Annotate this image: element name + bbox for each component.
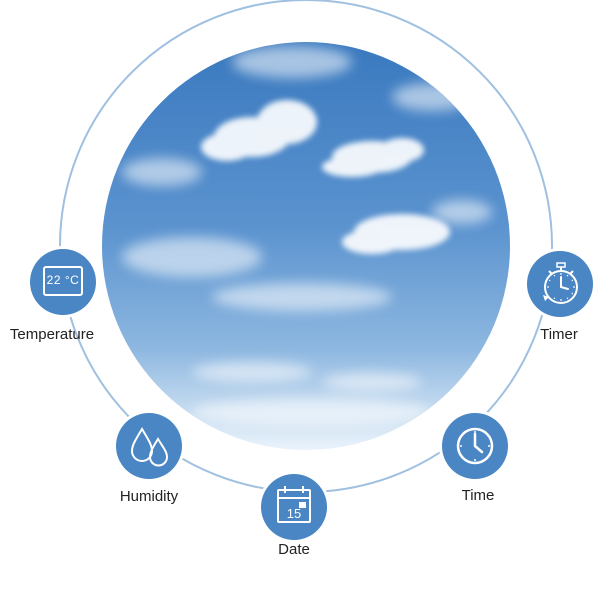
date-button[interactable]: 15 [261,474,327,540]
water-drops-icon [130,427,169,467]
calendar-icon [277,486,311,523]
sky-clouds [102,42,510,450]
sky-image [102,42,510,450]
temperature-label: Temperature [9,326,95,343]
thermometer-display-icon [43,266,83,296]
humidity-label: Humidity [119,488,179,505]
date-readout: 15 [286,506,302,521]
time-button[interactable] [442,413,508,479]
timer-label: Timer [540,326,578,343]
timer-button[interactable] [527,251,593,317]
temperature-button[interactable]: 22 °C [30,249,96,315]
time-label: Time [461,487,495,504]
stopwatch-icon [543,262,578,304]
date-label: Date [278,541,310,558]
humidity-button[interactable] [116,413,182,479]
clock-icon [456,427,494,465]
temperature-readout: 22 °C [46,273,80,287]
